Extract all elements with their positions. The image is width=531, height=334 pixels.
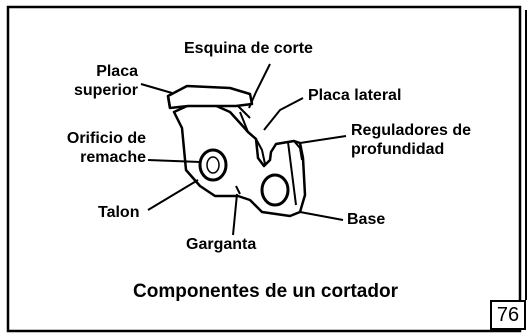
label-garganta: Garganta <box>186 236 257 253</box>
label-placa-superior: Placa superior <box>68 62 138 100</box>
leader-placa-superior <box>140 83 173 94</box>
label-talon: Talon <box>98 204 140 221</box>
label-placa-superior-line1: Placa <box>96 63 138 80</box>
leader-orificio <box>147 159 201 163</box>
label-base: Base <box>347 211 386 228</box>
label-placa-superior-line2: superior <box>73 82 138 99</box>
label-reguladores-line2: profundidad <box>351 141 445 158</box>
leader-garganta <box>232 193 238 236</box>
leader-reguladores <box>299 135 347 144</box>
outer-border <box>6 5 522 333</box>
page-number: 76 <box>490 300 526 330</box>
label-reguladores-de-profundidad: Reguladores de profundidad <box>351 121 471 159</box>
label-orificio-de-remache: Orificio de remache <box>40 129 146 167</box>
leader-talon <box>147 179 199 211</box>
label-orificio-line2: remache <box>80 149 146 166</box>
cutter-illustration <box>166 84 307 218</box>
label-placa-lateral: Placa lateral <box>308 87 402 104</box>
leader-placa-lateral <box>263 97 304 131</box>
leader-esquina <box>248 63 271 109</box>
label-orificio-line1: Orificio de <box>66 130 146 147</box>
leader-base <box>299 211 344 221</box>
leader-lines <box>140 63 347 236</box>
label-esquina-de-corte: Esquina de corte <box>184 40 313 57</box>
figure-caption: Componentes de un cortador <box>133 281 398 302</box>
label-reguladores-line1: Reguladores de <box>351 122 472 139</box>
